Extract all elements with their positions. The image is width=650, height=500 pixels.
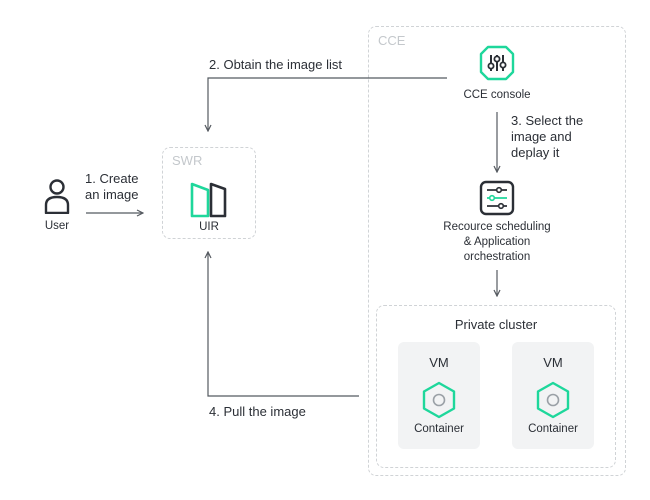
cce-console-label: CCE console [463,89,531,101]
container-label-1: Container [414,423,464,435]
container-label-2: Container [528,423,578,435]
cce-region [368,26,626,476]
uir-label: UIR [199,221,219,233]
private-cluster-title: Private cluster [454,317,538,332]
vm-title-2: VM [543,355,563,370]
scheduling-line1: Recource scheduling [443,221,551,233]
scheduling-label: Recource scheduling & Application orches… [417,220,577,265]
vm-title-1: VM [429,355,449,370]
step1-line2: an image [85,187,139,202]
scheduling-line2: & Application [463,236,531,248]
step3-line2: image and [511,129,572,144]
user-icon [44,179,70,214]
step2-label: 2. Obtain the image list [209,57,342,72]
swr-region [162,147,256,239]
user-label: User [44,220,70,232]
step3-label: 3. Select the image and deplay it [511,113,583,161]
private-cluster-region [376,305,616,468]
step4-label: 4. Pull the image [209,404,306,419]
cce-console-icon [479,45,515,81]
step1-label: 1. Create an image [85,171,138,203]
scheduling-icon [479,180,515,216]
container-icon-1 [422,381,456,419]
step3-line3: deplay it [511,145,560,160]
arrow-pull-image [208,252,359,397]
container-icon-2 [536,381,570,419]
step3-line1: 3. Select the [511,113,584,128]
scheduling-line3: orchestration [463,251,531,263]
arrow-obtain-image-list [208,77,447,131]
step1-line1: 1. Create [85,171,139,186]
cce-title: CCE [378,33,406,48]
vm-box-1 [398,342,480,449]
swr-title: SWR [172,153,203,168]
uir-icon [190,182,227,218]
vm-box-2 [512,342,594,449]
